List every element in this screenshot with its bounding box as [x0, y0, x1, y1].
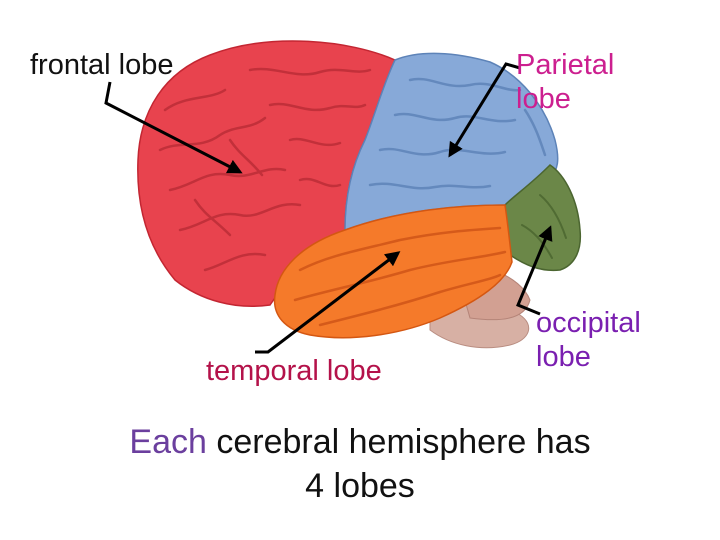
occipital-lobe-arrow — [516, 225, 553, 316]
temporal-lobe-label: temporal lobe — [206, 355, 382, 387]
frontal-gyri — [158, 67, 372, 272]
parietal-lobe-arrow — [448, 62, 521, 158]
occipital-label-line1: occipital — [536, 307, 641, 339]
caption-emphasis: Each — [129, 423, 207, 461]
temporal-lobe — [273, 204, 513, 339]
caption-line2: 4 lobes — [305, 467, 415, 505]
caption-line1: Each cerebral hemisphere has — [0, 420, 720, 464]
caption: Each cerebral hemisphere has 4 lobes — [0, 420, 720, 508]
caption-line1-rest: cerebral hemisphere has — [206, 423, 591, 461]
parietal-label-line2: lobe — [516, 83, 571, 115]
occipital-label-line2: lobe — [536, 341, 591, 373]
frontal-lobe-arrow — [104, 81, 243, 174]
temporal-gyri — [293, 226, 507, 327]
parietal-lobe-label: Parietal lobe — [516, 48, 614, 116]
occipital-lobe — [504, 164, 582, 272]
occipital-lobe-label: occipital lobe — [536, 306, 641, 374]
parietal-label-line1: Parietal — [516, 49, 615, 81]
temporal-lobe-arrow — [255, 251, 401, 354]
frontal-lobe-label: frontal lobe — [30, 49, 174, 81]
parietal-gyri — [368, 77, 547, 190]
